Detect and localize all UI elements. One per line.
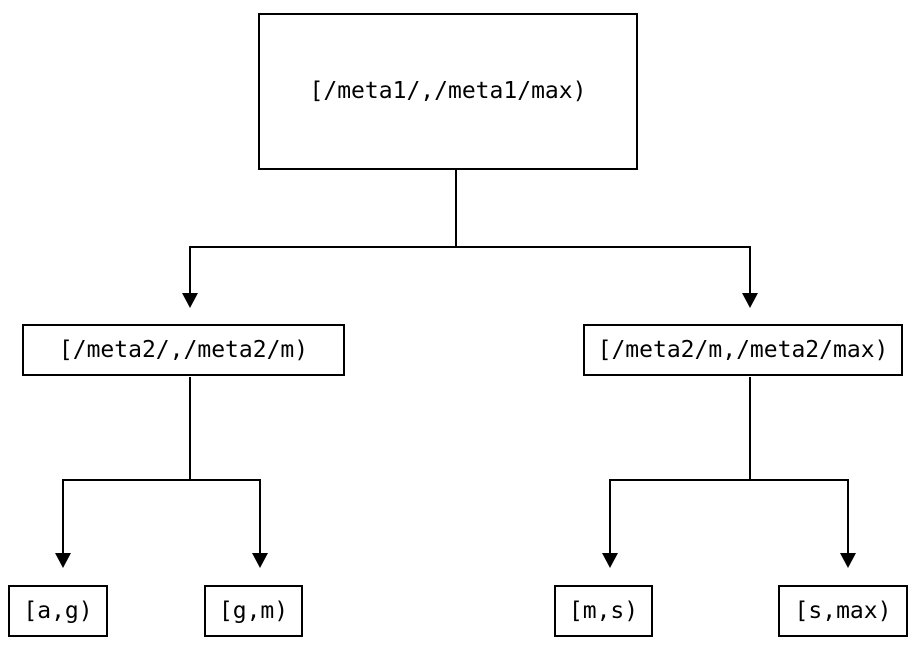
node-leaf-gm: [g,m) — [204, 585, 303, 637]
node-leaf-ms: [m,s) — [554, 585, 653, 637]
node-label: [g,m) — [218, 597, 289, 624]
node-label: [/meta1/,/meta1/max) — [309, 78, 587, 104]
node-leaf-smax: [s,max) — [778, 585, 908, 637]
node-label: [s,max) — [794, 597, 892, 624]
node-label: [m,s) — [568, 597, 639, 624]
node-meta2-right-range: [/meta2/m,/meta2/max) — [583, 324, 903, 376]
node-label: [/meta2/,/meta2/m) — [58, 336, 309, 363]
arrowhead-down-icon — [742, 293, 758, 308]
arrowhead-down-icon — [252, 553, 268, 568]
arrowhead-down-icon — [55, 553, 71, 568]
arrowhead-down-icon — [602, 553, 618, 568]
node-label: [/meta2/m,/meta2/max) — [597, 336, 889, 363]
node-leaf-ag: [a,g) — [8, 585, 108, 637]
arrowhead-down-icon — [182, 293, 198, 308]
node-label: [a,g) — [23, 597, 93, 624]
arrowhead-down-icon — [840, 553, 856, 568]
node-meta2-left-range: [/meta2/,/meta2/m) — [22, 324, 345, 376]
node-meta1-range: [/meta1/,/meta1/max) — [258, 13, 638, 170]
